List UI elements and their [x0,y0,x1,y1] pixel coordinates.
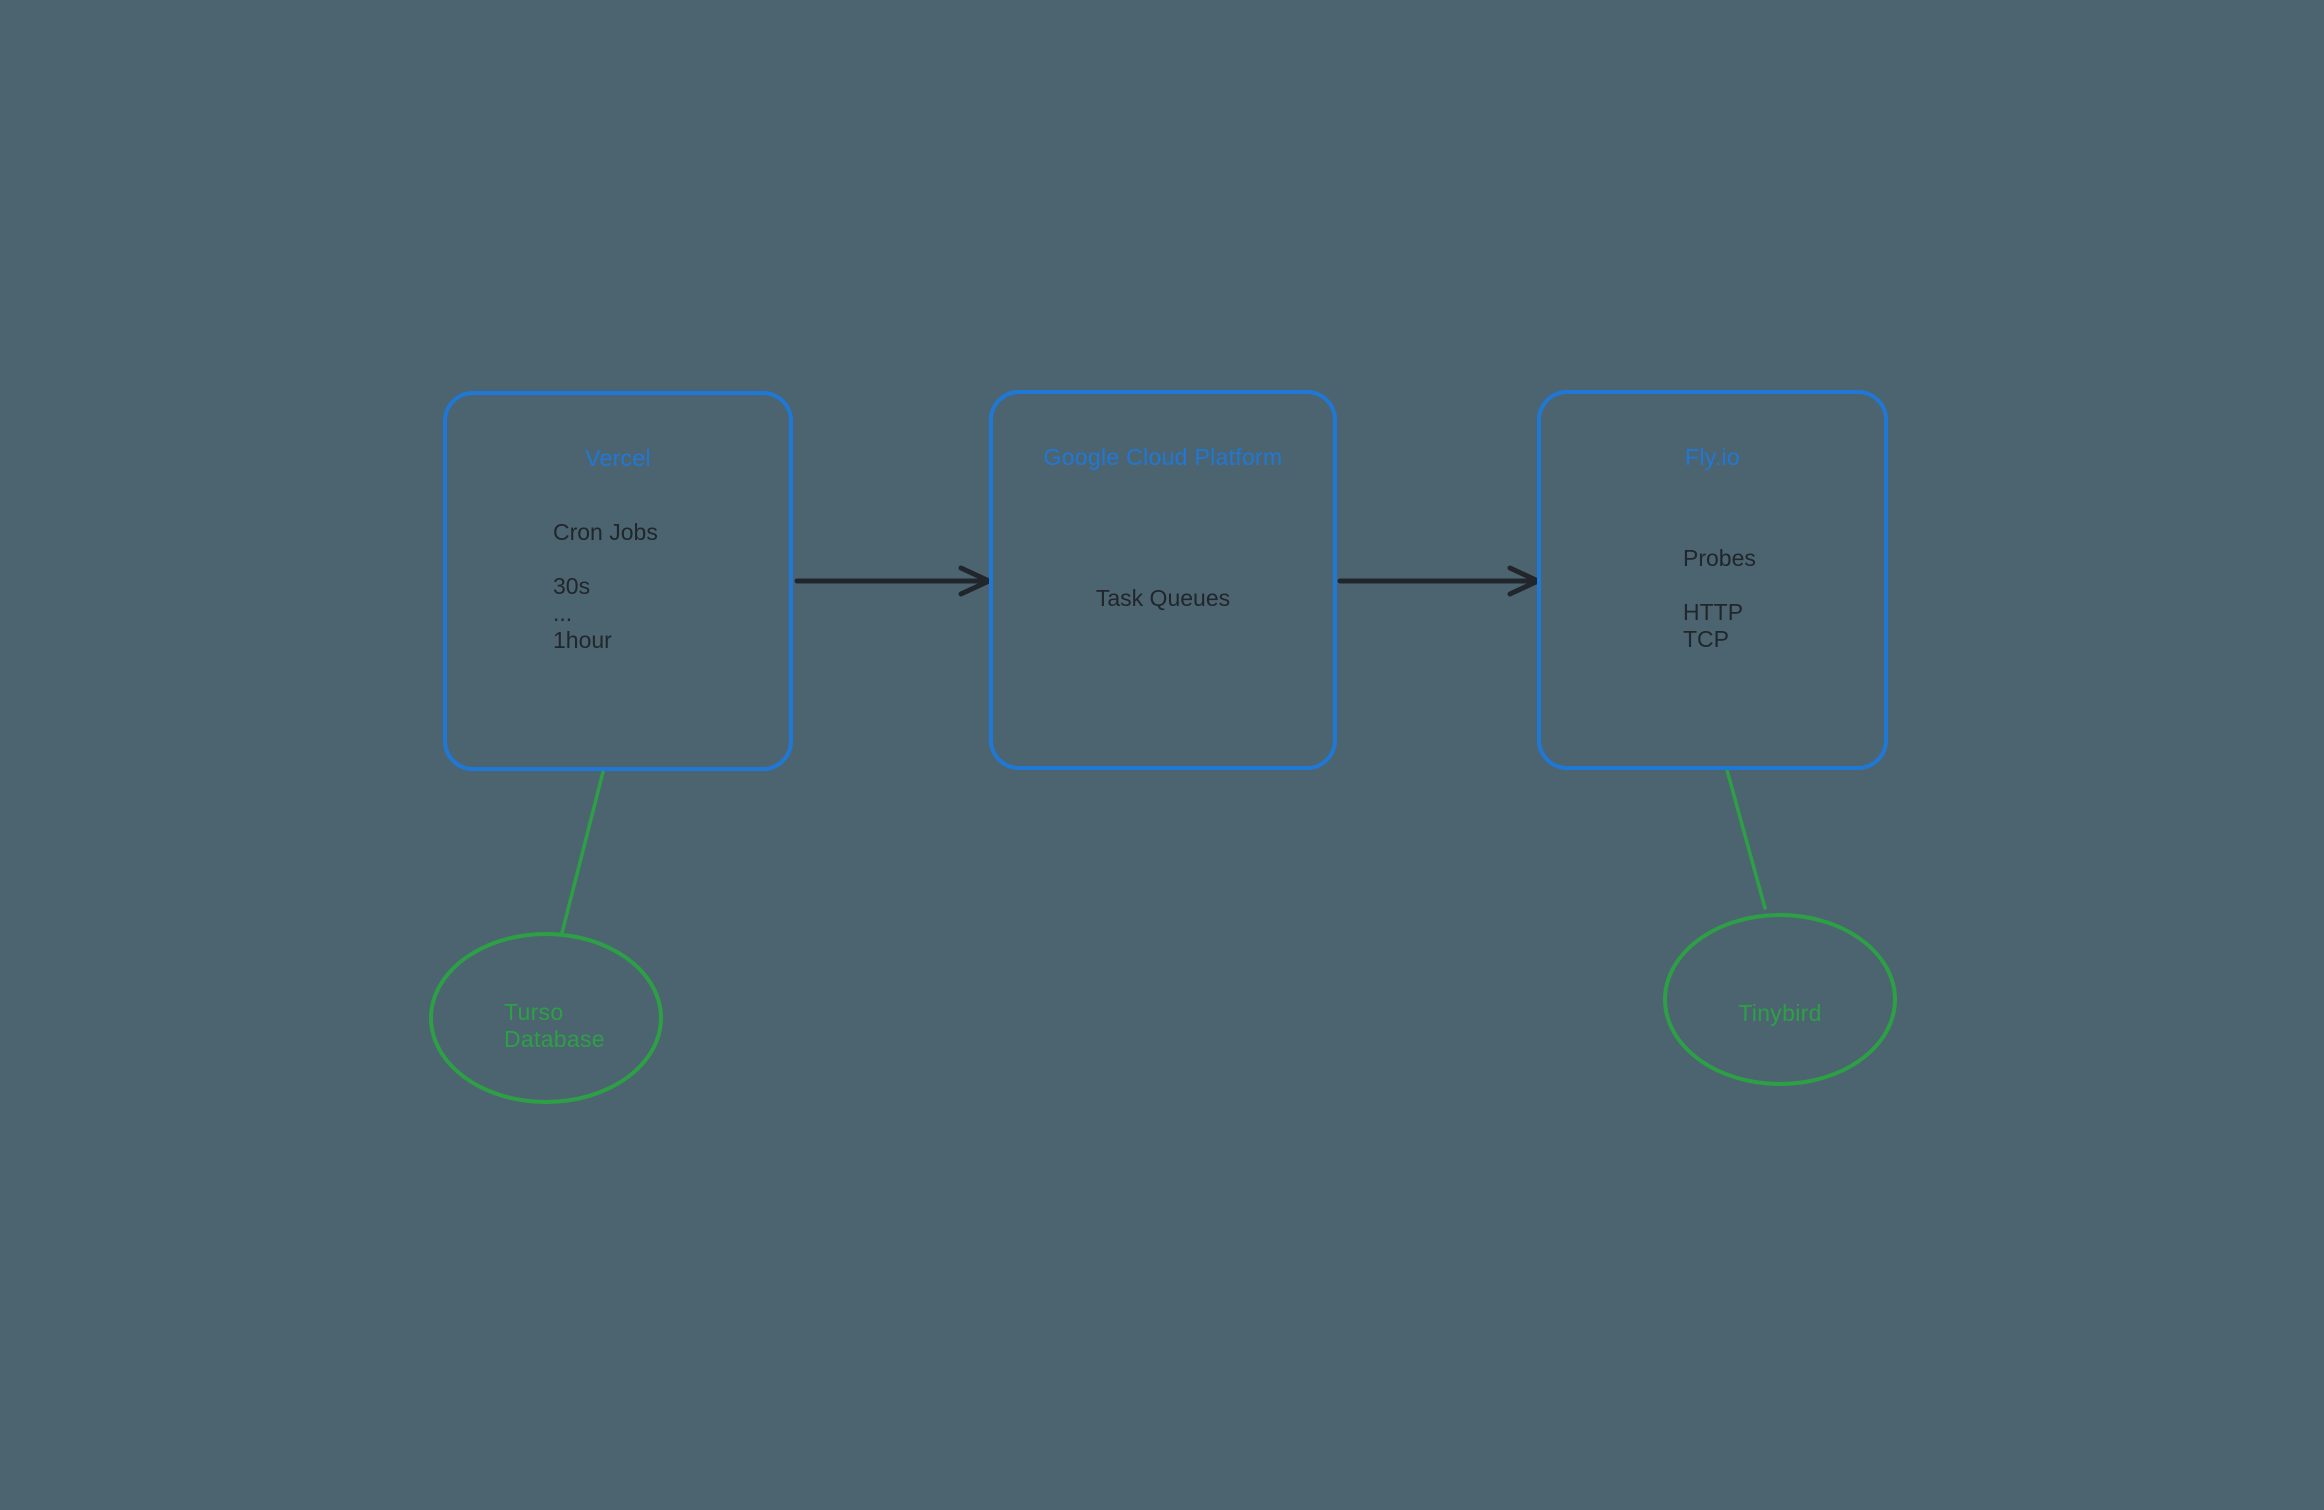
flyio-box-body: Probes HTTP TCP [1683,545,1756,653]
vercel-text-line: 1hour [553,627,612,653]
flyio-text-line: HTTP [1683,599,1744,625]
flyio-box-title: Fly.io [1684,444,1741,470]
turso-label-line: Database [504,1026,605,1052]
flyio-text-line: Probes [1683,545,1756,571]
vercel-text-line: 30s [553,573,591,599]
vercel-text-line: Cron Jobs [553,519,658,545]
connector-vercel-to-turso[interactable] [560,770,605,935]
turso-database-label: Turso Database [504,999,605,1053]
vercel-box-body: Cron Jobs 30s ... 1hour [553,519,658,654]
connector-flyio-to-tinybird[interactable] [1725,768,1767,910]
flyio-box[interactable]: Fly.io Probes HTTP TCP [1537,390,1888,770]
flyio-text-line [1683,572,1756,599]
vercel-box-title: Vercel [585,445,651,471]
turso-label-line: Turso [504,999,564,1025]
gcp-box[interactable]: Google Cloud Platform Task Queues [989,390,1337,770]
vercel-text-line [553,546,658,573]
gcp-box-title: Google Cloud Platform [1043,444,1283,470]
tinybird-ellipse[interactable]: Tinybird [1663,913,1897,1086]
vercel-text-line: ... [553,600,573,626]
vercel-box[interactable]: Vercel Cron Jobs 30s ... 1hour [443,391,793,771]
arrow-gcp-to-flyio[interactable] [1337,565,1541,597]
gcp-text-line: Task Queues [1095,585,1231,611]
flyio-text-line: TCP [1683,626,1729,652]
tinybird-label-line: Tinybird [1738,1000,1822,1026]
gcp-box-body: Task Queues [993,585,1333,612]
tinybird-label: Tinybird [1667,1000,1893,1027]
turso-database-ellipse[interactable]: Turso Database [429,932,663,1104]
arrow-vercel-to-gcp[interactable] [794,565,992,597]
